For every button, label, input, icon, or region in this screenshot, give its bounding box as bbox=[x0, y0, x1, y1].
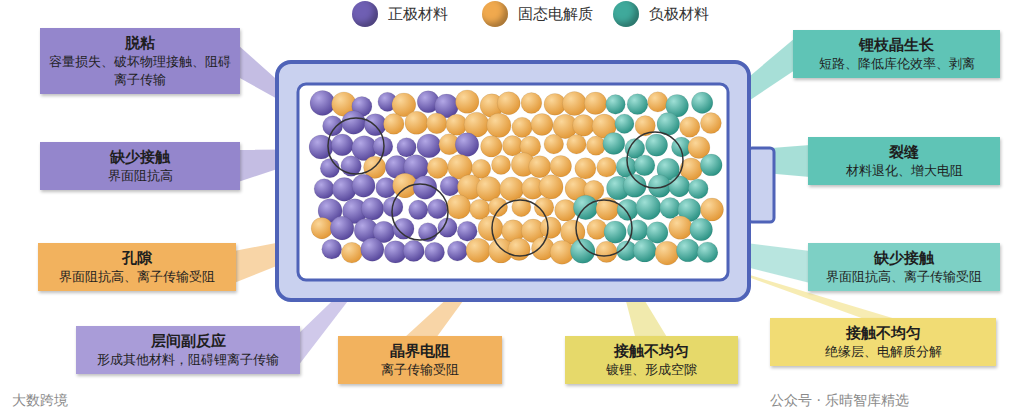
callout-box: 缺少接触界面阻抗高 bbox=[40, 142, 240, 190]
callout-box: 锂枝晶生长短路、降低库伦效率、剥离 bbox=[793, 30, 1000, 78]
callout-box: 接触不均匀绝缘层、电解质分解 bbox=[770, 318, 996, 366]
particles bbox=[309, 90, 723, 265]
callout-heading: 孔隙 bbox=[46, 248, 228, 268]
highlight-rings bbox=[328, 118, 683, 256]
callout-box: 晶界电阻离子传输受阻 bbox=[338, 336, 502, 384]
callout-heading: 缺少接触 bbox=[48, 147, 232, 167]
callout-body: 界面阻抗高、离子传输受阻 bbox=[46, 268, 228, 286]
watermark: 公众号 · 乐晴智库精选 bbox=[770, 392, 909, 410]
legend-swatch bbox=[613, 1, 639, 27]
callout-box: 层间副反应形成其他材料，阻碍锂离子传输 bbox=[76, 326, 300, 374]
legend-text: 正极材料 bbox=[388, 5, 448, 24]
callout-box: 缺少接触界面阻抗高、离子传输受阻 bbox=[808, 243, 1000, 291]
battery-cavity bbox=[298, 84, 728, 280]
callout-box: 接触不均匀镀锂、形成空隙 bbox=[565, 336, 738, 384]
legend-entry: 负极材料 bbox=[613, 1, 709, 27]
callout-body: 镀锂、形成空隙 bbox=[573, 361, 730, 379]
callout-heading: 锂枝晶生长 bbox=[801, 35, 992, 55]
legend-entry: 固态电解质 bbox=[482, 1, 593, 27]
watermark: 大数跨境 bbox=[12, 392, 68, 410]
callout-body: 材料退化、增大电阻 bbox=[816, 162, 992, 180]
callout-heading: 缺少接触 bbox=[816, 248, 992, 268]
legend-text: 固态电解质 bbox=[518, 5, 593, 24]
callout-box: 脱粘容量损失、破坏物理接触、阻碍离子传输 bbox=[40, 28, 240, 94]
callout-heading: 层间副反应 bbox=[84, 331, 292, 351]
callout-heading: 裂缝 bbox=[816, 142, 992, 162]
callout-heading: 脱粘 bbox=[48, 33, 232, 53]
callout-body: 离子传输受阻 bbox=[346, 361, 494, 379]
callout-box: 裂缝材料退化、增大电阻 bbox=[808, 137, 1000, 185]
callout-body: 形成其他材料，阻碍锂离子传输 bbox=[84, 351, 292, 369]
callout-box: 孔隙界面阻抗高、离子传输受阻 bbox=[38, 243, 236, 291]
callout-body: 容量损失、破坏物理接触、阻碍离子传输 bbox=[48, 53, 232, 89]
legend-text: 负极材料 bbox=[649, 5, 709, 24]
callout-heading: 接触不均匀 bbox=[573, 341, 730, 361]
battery-housing bbox=[277, 62, 749, 300]
legend-swatch bbox=[352, 1, 378, 27]
callout-body: 界面阻抗高 bbox=[48, 167, 232, 185]
callout-heading: 晶界电阻 bbox=[346, 341, 494, 361]
callout-body: 短路、降低库伦效率、剥离 bbox=[801, 55, 992, 73]
callout-body: 界面阻抗高、离子传输受阻 bbox=[816, 268, 992, 286]
legend-swatch bbox=[482, 1, 508, 27]
callout-heading: 接触不均匀 bbox=[778, 323, 988, 343]
legend-entry: 正极材料 bbox=[352, 1, 448, 27]
battery-tab bbox=[748, 148, 774, 222]
callout-body: 绝缘层、电解质分解 bbox=[778, 343, 988, 361]
